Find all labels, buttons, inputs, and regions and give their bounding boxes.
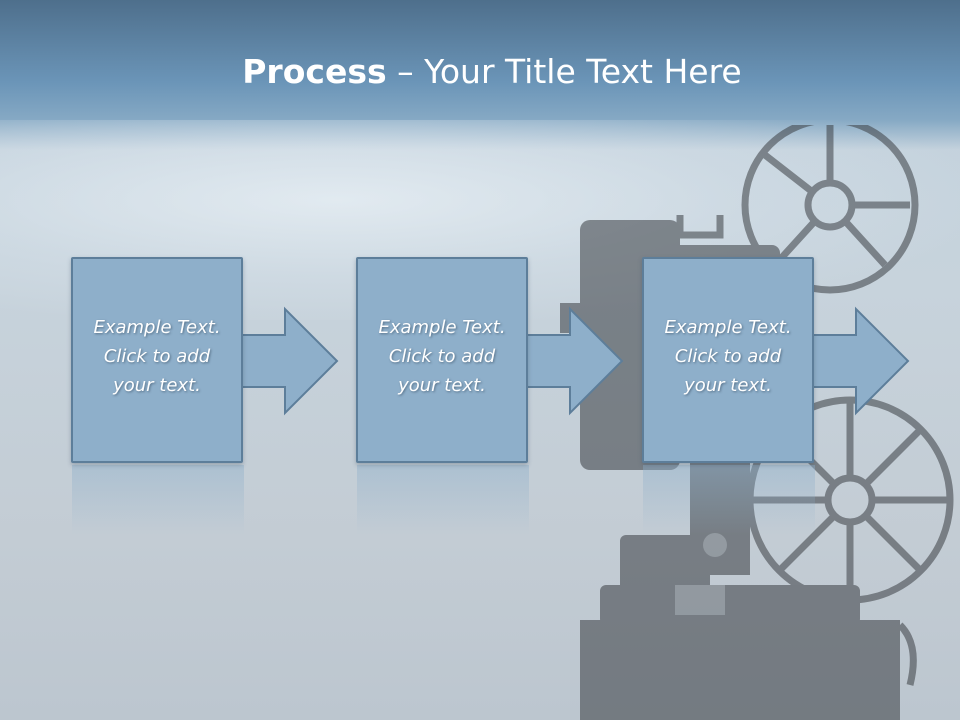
step-line: your text. [113, 375, 201, 396]
step-line: your text. [684, 375, 772, 396]
step-line: Example Text. [664, 317, 792, 338]
right-arrow-icon [526, 306, 624, 416]
page-title: Process – Your Title Text Here [0, 52, 960, 91]
step-text: Example Text. Click to add your text. [358, 313, 526, 400]
step-text: Example Text. Click to add your text. [73, 313, 241, 400]
right-arrow-icon [241, 306, 339, 416]
process-step-3[interactable]: Example Text. Click to add your text. [642, 257, 814, 463]
process-step-1[interactable]: Example Text. Click to add your text. [71, 257, 243, 463]
box-reflection [643, 465, 815, 535]
step-line: Click to add [103, 346, 211, 367]
box-reflection [357, 465, 529, 535]
title-bold: Process [242, 52, 387, 91]
step-line: your text. [398, 375, 486, 396]
step-line: Click to add [674, 346, 782, 367]
process-step-2[interactable]: Example Text. Click to add your text. [356, 257, 528, 463]
title-rest: – Your Title Text Here [386, 52, 742, 91]
step-line: Example Text. [378, 317, 506, 338]
right-arrow-icon [812, 306, 910, 416]
step-line: Example Text. [93, 317, 221, 338]
step-text: Example Text. Click to add your text. [644, 313, 812, 400]
box-reflection [72, 465, 244, 535]
step-line: Click to add [388, 346, 496, 367]
